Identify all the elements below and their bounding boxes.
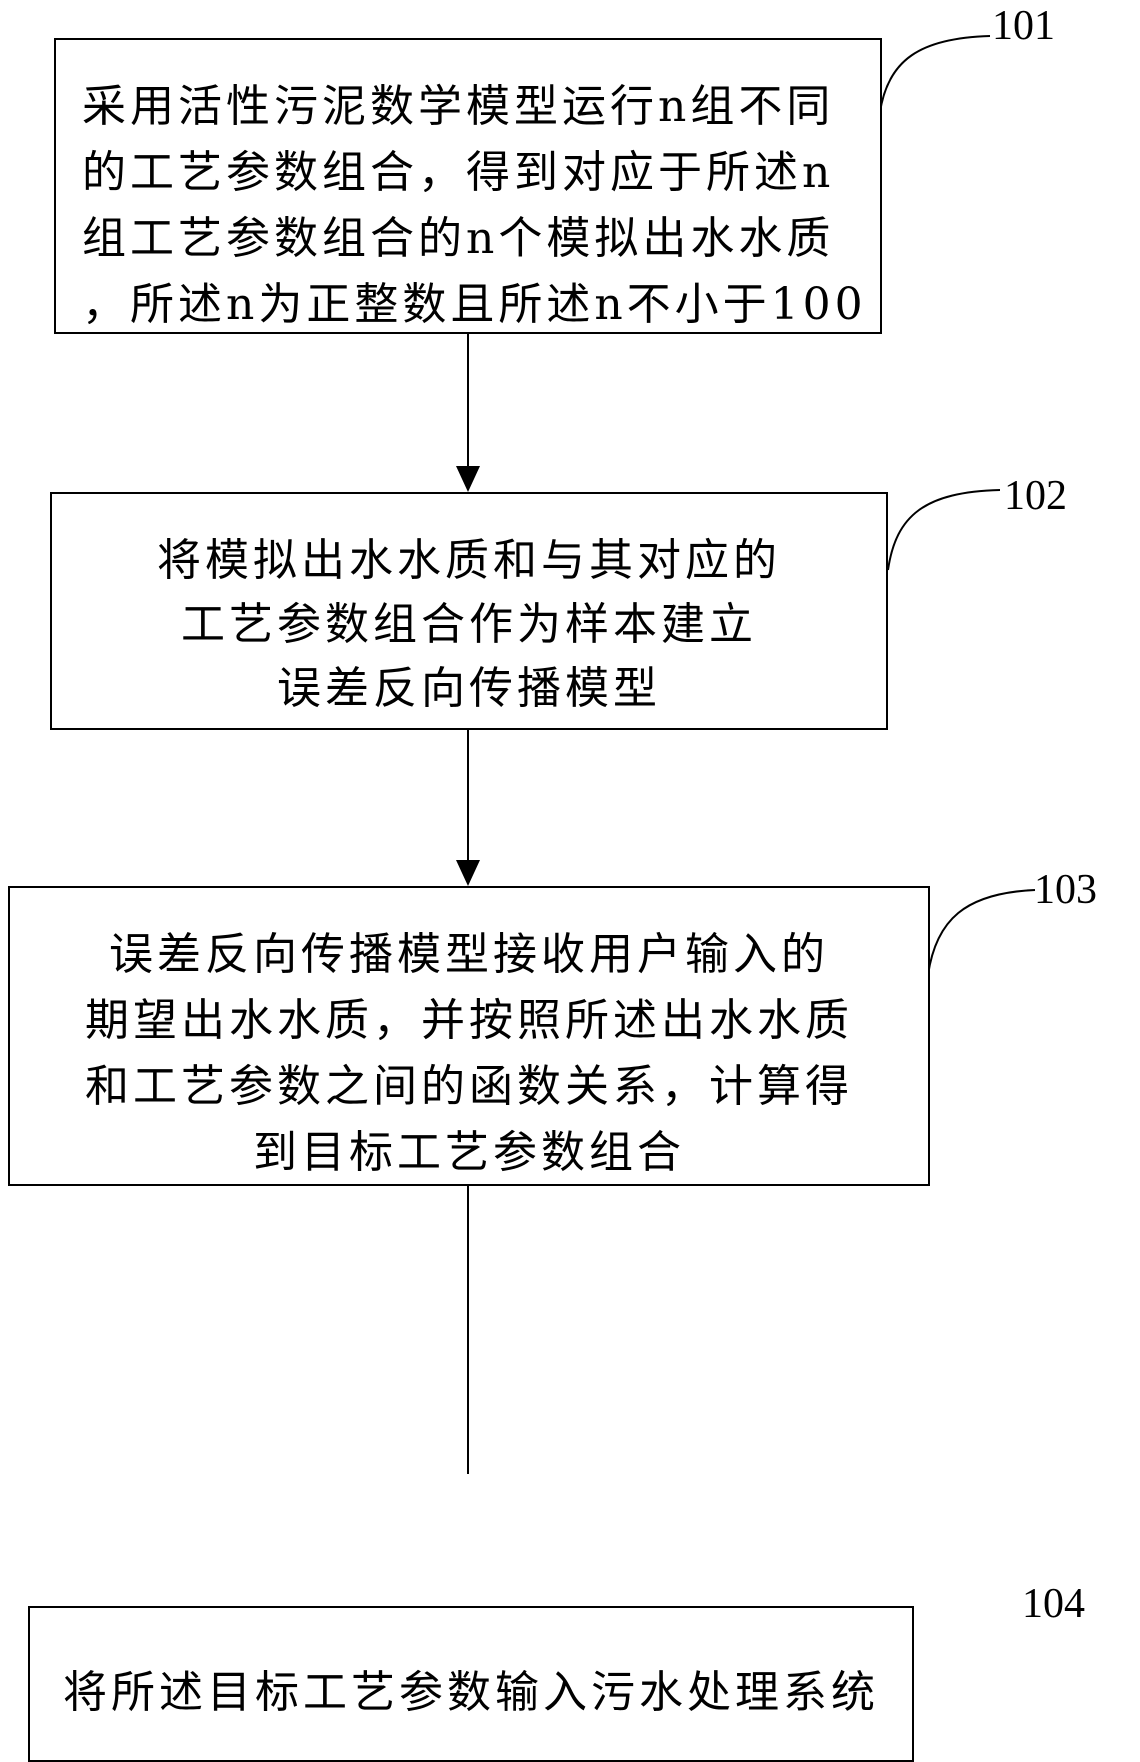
step-103-line-4: 到目标工艺参数组合 <box>253 1127 685 1178</box>
step-102-line-2: 工艺参数组合作为样本建立 <box>181 599 757 650</box>
step-101-line-2: 的工艺参数组合，得到对应于所述n <box>82 147 835 198</box>
leader-103 <box>927 889 1036 976</box>
step-103-line-3: 和工艺参数之间的函数关系，计算得 <box>85 1061 853 1112</box>
step-101-line-1: 采用活性污泥数学模型运行n组不同 <box>82 81 835 132</box>
step-102-line-1: 将模拟出水水质和与其对应的 <box>157 535 781 586</box>
step-101-box: 采用活性污泥数学模型运行n组不同 的工艺参数组合，得到对应于所述n 组工艺参数组… <box>54 38 882 334</box>
step-102-label: 102 <box>1004 473 1067 519</box>
step-104-label: 104 <box>1022 1581 1085 1627</box>
step-101-line-3: 组工艺参数组合的n个模拟出水水质 <box>82 213 835 264</box>
step-101-label: 101 <box>992 3 1055 49</box>
step-104-box: 将所述目标工艺参数输入污水处理系统 <box>28 1606 914 1762</box>
step-103-box: 误差反向传播模型接收用户输入的 期望出水水质，并按照所述出水水质 和工艺参数之间… <box>8 886 930 1186</box>
step-103-line-1: 误差反向传播模型接收用户输入的 <box>109 929 829 980</box>
step-103-label: 103 <box>1034 867 1097 913</box>
step-103-line-2: 期望出水水质，并按照所述出水水质 <box>85 995 853 1046</box>
step-101-line-4: ，所述n为正整数且所述n不小于100 <box>82 279 867 330</box>
leader-102 <box>887 489 1001 571</box>
step-102-line-3: 误差反向传播模型 <box>277 663 661 714</box>
step-102-box: 将模拟出水水质和与其对应的 工艺参数组合作为样本建立 误差反向传播模型 <box>50 492 888 730</box>
step-104-line-1: 将所述目标工艺参数输入污水处理系统 <box>63 1667 879 1718</box>
arrowhead-102 <box>456 466 480 492</box>
arrowhead-103 <box>456 860 480 886</box>
leader-101 <box>879 35 991 113</box>
